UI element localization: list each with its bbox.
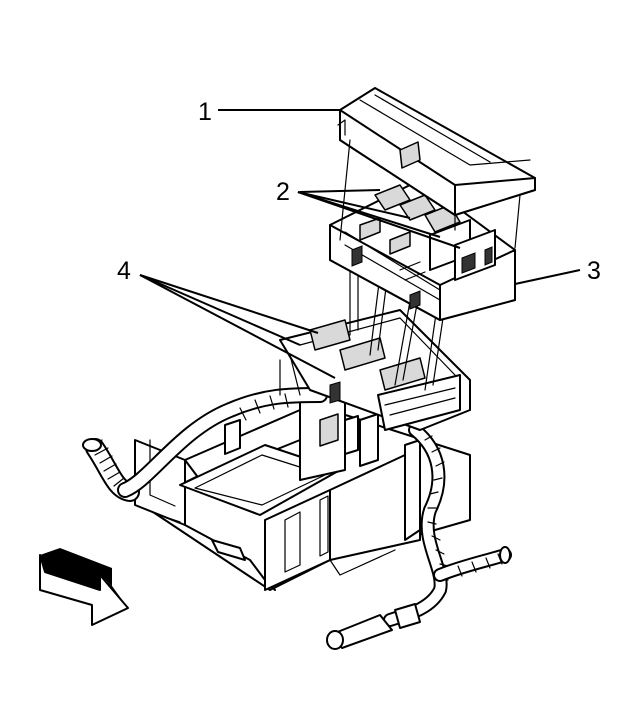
callout-4: 4: [117, 257, 131, 285]
callout-3: 3: [587, 257, 601, 285]
callout-leaders: [139, 109, 581, 379]
base-connector-block: [279, 309, 471, 431]
direction-arrow-icon: [39, 548, 129, 626]
callout-1: 1: [198, 98, 212, 126]
wiring-harness: [82, 387, 512, 650]
mounting-tray: [134, 379, 471, 591]
fuse-block-cover: [337, 87, 536, 249]
callout-2: 2: [276, 178, 290, 206]
fuse-block: [329, 179, 516, 321]
